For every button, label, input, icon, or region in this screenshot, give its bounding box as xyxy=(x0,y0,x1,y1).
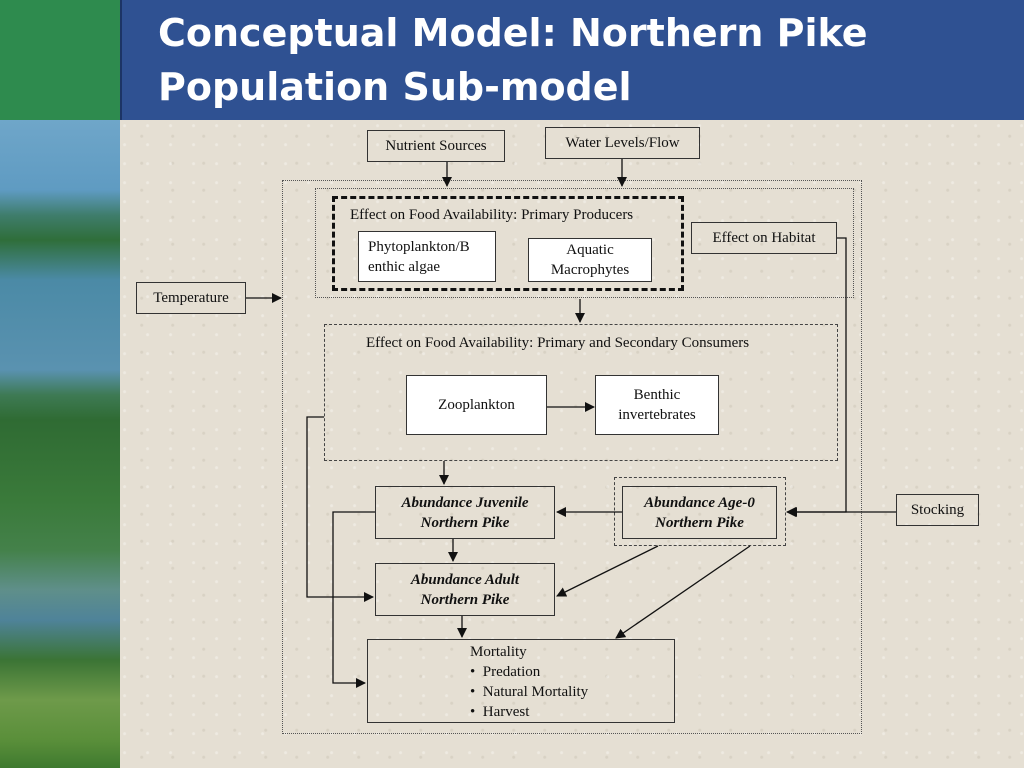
mortality-title: Mortality xyxy=(470,644,527,660)
model-boundary xyxy=(282,180,862,734)
zooplankton-box: Zooplankton xyxy=(406,375,547,435)
mortality-item-predation: • Predation xyxy=(470,664,541,680)
slide-title: Conceptual Model: Northern Pike Populati… xyxy=(158,11,868,109)
mortality-item-natural: • Natural Mortality xyxy=(470,684,589,700)
adult-pike-box: Abundance Adult Northern Pike xyxy=(375,563,555,616)
decorative-green-block xyxy=(0,0,120,120)
primary-producers-region xyxy=(332,196,684,291)
mortality-item-harvest: • Harvest xyxy=(470,704,530,720)
primary-producers-outer-region xyxy=(315,188,854,298)
primary-producers-label: Effect on Food Availability: Primary Pro… xyxy=(350,207,634,223)
effect-on-habitat-box: Effect on Habitat xyxy=(691,222,837,254)
stocking-box: Stocking xyxy=(896,494,979,526)
macrophytes-box: Aquatic Macrophytes xyxy=(528,238,652,282)
age0-pike-box: Abundance Age-0 Northern Pike xyxy=(622,486,777,539)
benthic-invertebrates-box: Benthic invertebrates xyxy=(595,375,719,435)
mortality-list: • Predation • Natural Mortality • Harves… xyxy=(470,662,588,722)
consumers-label: Effect on Food Availability: Primary and… xyxy=(366,335,750,351)
mortality-box: Mortality • Predation • Natural Mortalit… xyxy=(367,639,675,723)
phytoplankton-box: Phytoplankton/B enthic algae xyxy=(358,231,496,282)
temperature-box: Temperature xyxy=(136,282,246,314)
nutrient-sources-box: Nutrient Sources xyxy=(367,130,505,162)
landscape-photo-strip xyxy=(0,120,120,768)
slide-header: Conceptual Model: Northern Pike Populati… xyxy=(120,0,1024,120)
diagram-canvas xyxy=(120,120,1024,768)
juvenile-pike-box: Abundance Juvenile Northern Pike xyxy=(375,486,555,539)
water-levels-box: Water Levels/Flow xyxy=(545,127,700,159)
